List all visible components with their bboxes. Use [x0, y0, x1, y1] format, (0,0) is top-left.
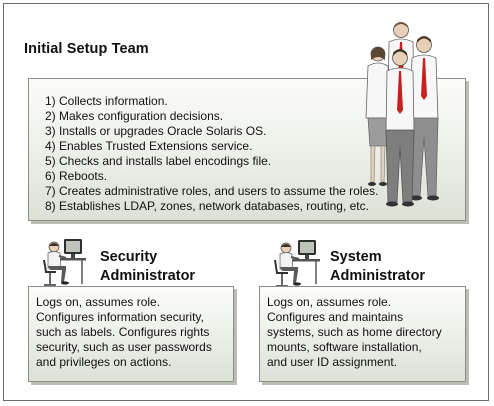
task-item: 3) Installs or upgrades Oracle Solaris O…: [45, 124, 267, 138]
description-line: Logs on, assumes role.: [36, 295, 161, 309]
security-admin-illustration: [43, 239, 86, 286]
person-man-icon: [409, 36, 439, 201]
system-admin-description: Logs on, assumes role. Configures and ma…: [267, 295, 442, 370]
description-line: such as labels. Configures rights: [36, 325, 210, 339]
person-man-icon: [385, 49, 415, 207]
security-admin-box: [28, 286, 234, 382]
system-admin-box: [259, 286, 466, 382]
role-title-line: System: [330, 249, 382, 265]
role-title-line: Administrator: [330, 268, 426, 284]
role-title-line: Security: [100, 249, 158, 265]
team-people-illustration: [365, 22, 439, 207]
task-item: 6) Reboots.: [45, 169, 108, 183]
security-admin-description: Logs on, assumes role. Configures inform…: [36, 295, 212, 370]
security-admin-title: Security Administrator: [100, 248, 195, 286]
role-title-line: Administrator: [100, 268, 196, 284]
task-item: 7) Creates administrative roles, and use…: [45, 184, 379, 198]
description-line: and user ID assignment.: [267, 355, 398, 369]
task-item: 5) Checks and installs label encodings f…: [45, 154, 272, 168]
task-item: 2) Makes configuration decisions.: [45, 109, 224, 123]
task-item: 4) Enables Trusted Extensions service.: [45, 139, 253, 153]
team-task-list: 1) Collects information. 2) Makes config…: [45, 94, 378, 214]
team-title: Initial Setup Team: [24, 41, 149, 57]
description-line: Configures and maintains: [267, 310, 404, 324]
task-item: 1) Collects information.: [45, 94, 168, 108]
description-line: systems, such as home directory: [267, 325, 442, 339]
description-line: mounts, software installation,: [267, 340, 422, 354]
system-admin-title: System Administrator: [330, 248, 425, 286]
description-line: and privileges on actions.: [36, 355, 172, 369]
description-line: security, such as user passwords: [36, 340, 212, 354]
description-line: Configures information security,: [36, 310, 204, 324]
system-admin-illustration: [274, 240, 320, 287]
person-woman-icon: [365, 46, 391, 186]
task-item: 8) Establishes LDAP, zones, network data…: [45, 199, 369, 213]
description-line: Logs on, assumes role.: [267, 295, 392, 309]
